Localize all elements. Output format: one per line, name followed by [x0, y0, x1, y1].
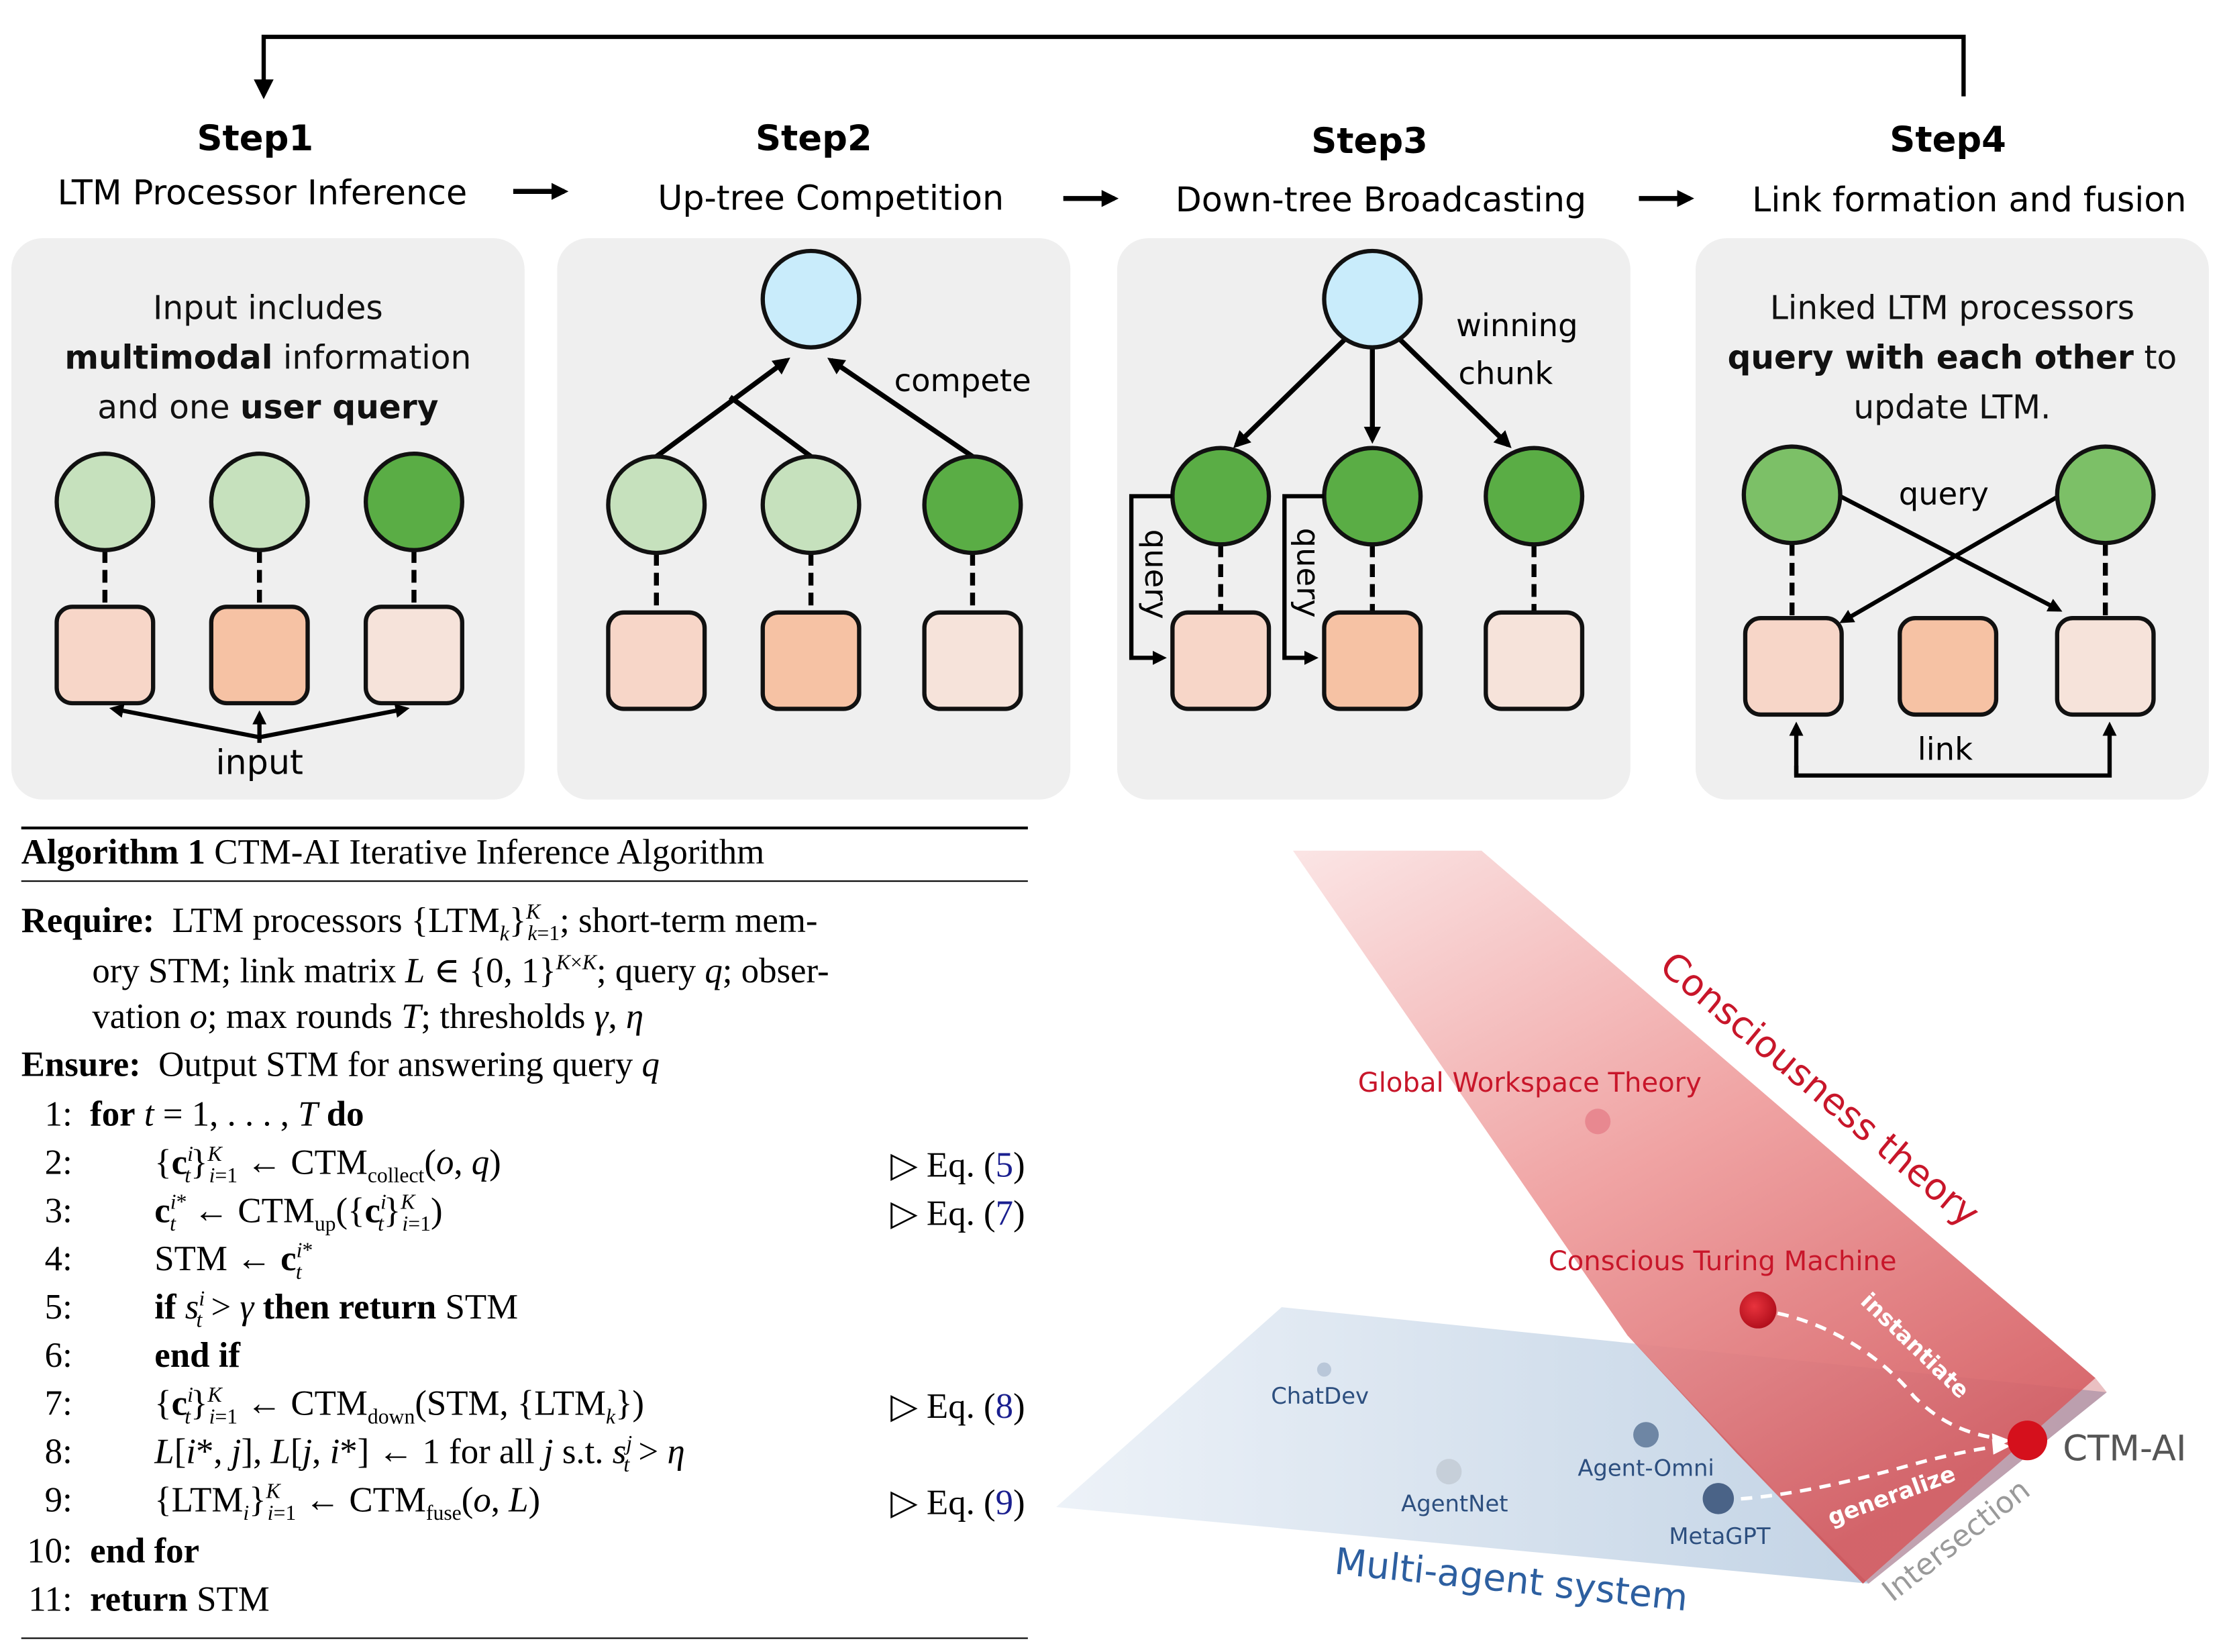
algorithm-line: 11: return STM [28, 1580, 270, 1619]
query-arrow [1129, 494, 1173, 665]
ltm-box [1322, 610, 1423, 711]
planes-diagram [1056, 850, 2107, 1584]
ltm-box [1484, 610, 1585, 711]
ctmai-dot [2007, 1421, 2048, 1461]
query-label: query [1138, 529, 1174, 619]
query-arrow [1282, 494, 1325, 665]
processor-node [209, 451, 310, 552]
step1-title: LTM Processor Inference [58, 172, 468, 212]
panel1-graph [54, 451, 464, 743]
algorithm-require: Require: LTM processors {LTMk}Kk=1; shor… [21, 901, 818, 946]
ltm-box [54, 605, 156, 706]
algorithm-line: 1: for t = 1, . . . , T do [44, 1096, 364, 1135]
algorithm-line: 5:if sit > γ then return STM [44, 1288, 519, 1333]
link-label: link [1918, 731, 1973, 768]
panel4-line2: query with each other to [1727, 340, 2177, 378]
panel4-caption: Linked LTM processors query with each ot… [1696, 285, 2209, 434]
gwt-label: Global Workspace Theory [1358, 1068, 1702, 1098]
root-node [760, 248, 862, 350]
metagpt-dot [1702, 1483, 1735, 1514]
processor-node [1484, 446, 1585, 547]
processor-node [54, 451, 156, 552]
algorithm-line: 3:ci*t ← CTMup({cit}Ki=1) [44, 1192, 443, 1237]
agentnet-dot [1436, 1459, 1462, 1485]
processor-node [1322, 446, 1423, 547]
ltm-box [2055, 616, 2156, 717]
step2-label: Step2 [756, 118, 872, 159]
processor-node [2055, 444, 2156, 546]
query-label: query [1899, 476, 1989, 512]
chatdev-label: ChatDev [1271, 1383, 1369, 1409]
algorithm-line: 9:{LTMi}Ki=1 ← CTMfuse(o, L) [44, 1481, 541, 1527]
metagpt-label: MetaGPT [1669, 1523, 1770, 1549]
compete-label: compete [894, 362, 1031, 399]
algorithm-line: 4:STM ← ci*t [44, 1240, 313, 1285]
step1-label: Step1 [197, 118, 313, 159]
panel1-line1: Input includes [152, 291, 383, 328]
algorithm-line: 7:{cit}Ki=1 ← CTMdown(STM, {LTMk}) [44, 1385, 645, 1430]
query-label: query [1290, 528, 1326, 618]
panel1-caption: Input includes multimodal information an… [11, 285, 525, 434]
algorithm-line: 8:L[i*, j], L[j, i*] ← 1 for all j s.t. … [44, 1433, 685, 1478]
algorithm-line: 10: end for [27, 1533, 200, 1571]
ltm-box [1170, 610, 1272, 711]
panel4-line1: Linked LTM processors [1769, 291, 2135, 328]
panel4-line3: update LTM. [1853, 390, 2051, 427]
panel1-line2: multimodal information [64, 340, 472, 378]
eq-comment: ▷ Eq. (8) [890, 1388, 1025, 1427]
root-node [1322, 248, 1423, 350]
algorithm-line: 2:{cit}Ki=1 ← CTMcollect(o, q) [44, 1144, 501, 1189]
algorithm-title: Algorithm 1 CTM-AI Iterative Inference A… [21, 833, 765, 872]
gwt-dot [1585, 1108, 1611, 1135]
agentomni-dot [1633, 1422, 1659, 1448]
agentomni-label: Agent-Omni [1578, 1455, 1714, 1482]
winning-label: winning [1456, 307, 1578, 344]
ctmai-label: CTM-AI [2063, 1428, 2186, 1469]
processor-node [363, 451, 464, 552]
ltm-box [1743, 616, 1844, 717]
ctm-dot [1739, 1291, 1777, 1329]
eq-comment: ▷ Eq. (7) [890, 1195, 1025, 1234]
step3-title: Down-tree Broadcasting [1176, 180, 1586, 219]
processor-node [1741, 444, 1843, 546]
ltm-box [922, 610, 1023, 711]
algorithm-line: 6:end if [44, 1337, 241, 1376]
input-label: input [215, 743, 303, 782]
algorithm-ensure: Ensure: Output STM for answering query q [21, 1046, 660, 1085]
processor-node [606, 454, 707, 556]
ltm-box [760, 610, 862, 711]
processor-node [922, 454, 1023, 556]
loop-arrow [254, 34, 1966, 99]
processor-node [1170, 446, 1272, 547]
panel3-graph [1129, 248, 1585, 711]
consciousness-plane [1292, 850, 2096, 1584]
step4-title: Link formation and fusion [1752, 180, 2186, 219]
eq-comment: ▷ Eq. (9) [890, 1484, 1025, 1523]
step3-label: Step3 [1311, 121, 1428, 162]
chatdev-dot [1316, 1362, 1332, 1377]
panel2-graph [606, 248, 1023, 711]
panel1-line3: and one user query [97, 390, 439, 427]
chunk-label: chunk [1458, 356, 1553, 392]
agentnet-label: AgentNet [1401, 1490, 1508, 1516]
ltm-box [606, 610, 707, 711]
ltm-box [1898, 616, 1999, 717]
ltm-box [363, 605, 464, 706]
processor-node [760, 454, 862, 556]
ctm-label: Conscious Turing Machine [1549, 1246, 1897, 1277]
step4-label: Step4 [1890, 119, 2006, 160]
step2-title: Up-tree Competition [658, 178, 1004, 218]
ltm-box [209, 605, 310, 706]
panel4-graph [1741, 444, 2156, 778]
step-arrows [513, 183, 1694, 207]
eq-comment: ▷ Eq. (5) [890, 1147, 1025, 1186]
